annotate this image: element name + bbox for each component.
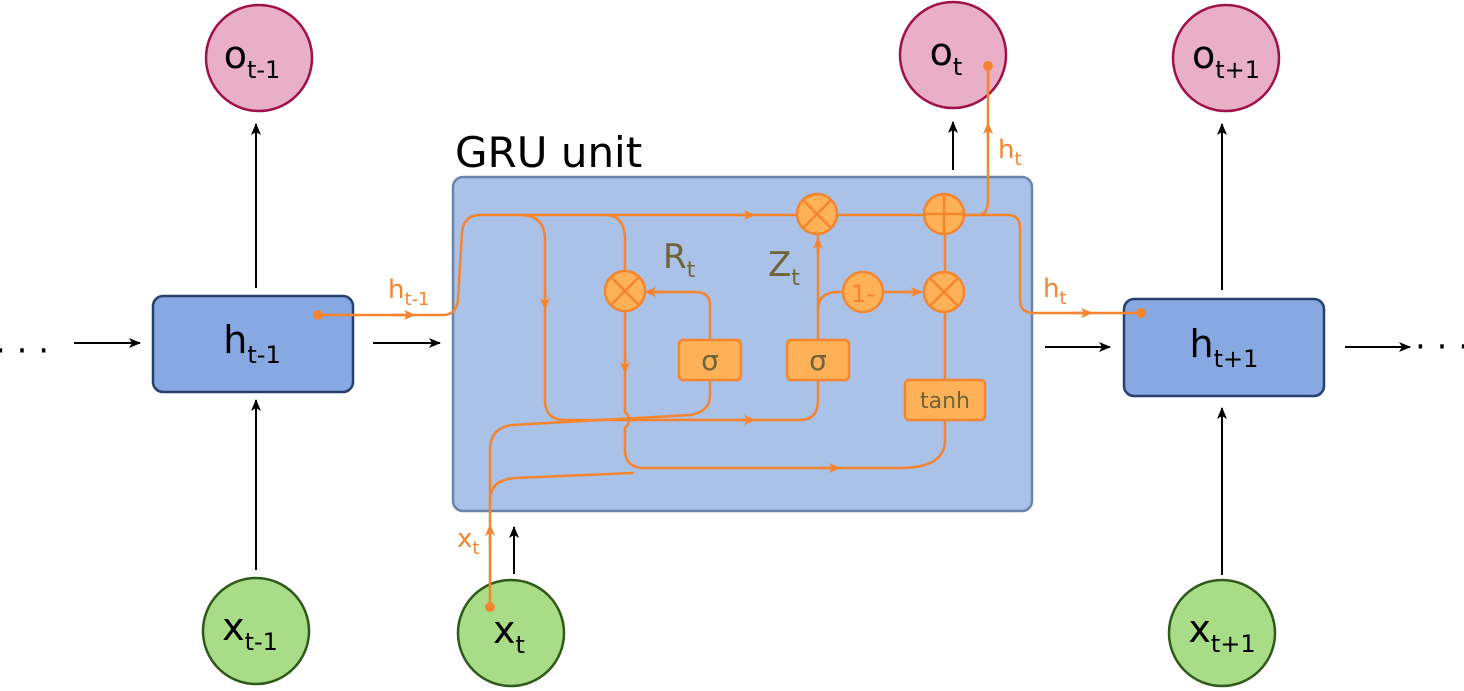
- multiply-icon-update: [922, 270, 966, 314]
- svg-text:ot-1: ot-1: [224, 33, 281, 84]
- one-minus-label: 1-: [851, 280, 875, 308]
- hidden-next-sub: t+1: [1214, 345, 1259, 373]
- flow-to-reset-mult: [603, 213, 627, 274]
- svg-text:ht+1: ht+1: [1190, 322, 1259, 373]
- svg-text:xt: xt: [457, 524, 479, 559]
- dot-x-cur-top: [485, 602, 495, 612]
- tanh-label: tanh: [920, 389, 970, 414]
- outer-arrows: [74, 121, 1411, 575]
- output-next-base: o: [1192, 33, 1215, 77]
- hidden-node-prev: ht-1: [151, 294, 355, 394]
- gru-unit-box: [451, 175, 1034, 513]
- output-prev-base: o: [224, 33, 247, 77]
- reset-gate-sub: t: [687, 258, 696, 283]
- output-cur-sub: t: [953, 53, 962, 81]
- flow-left-branch: [518, 213, 820, 422]
- h-out-sub: t: [1014, 149, 1021, 170]
- hidden-prev-sub: t-1: [247, 341, 280, 369]
- gru-unit-title: GRU unit: [455, 128, 642, 177]
- svg-text:ht: ht: [998, 135, 1022, 170]
- flow-x-in-lower: [488, 471, 635, 502]
- input-prev-base: x: [222, 605, 245, 649]
- output-next-sub: t+1: [1215, 56, 1260, 84]
- h-out-right-base: h: [1043, 274, 1059, 304]
- h-out-base: h: [998, 135, 1014, 165]
- dot-h-prev: [313, 310, 323, 320]
- input-node-prev: xt-1: [201, 576, 311, 686]
- svg-text:ht-1: ht-1: [223, 318, 280, 369]
- input-next-base: x: [1188, 607, 1211, 651]
- input-node-next: xt+1: [1167, 578, 1277, 688]
- svg-text:xt-1: xt-1: [222, 605, 278, 656]
- hidden-next-base: h: [1190, 322, 1214, 366]
- sigma-reset-label: σ: [701, 344, 719, 377]
- output-node-cur: ot: [898, 0, 1008, 110]
- reset-gate-base: R: [663, 237, 687, 277]
- x-in-sub: t: [472, 538, 479, 559]
- svg-text:Zt: Zt: [768, 245, 800, 291]
- input-prev-sub: t-1: [245, 628, 278, 656]
- update-gate-base: Z: [768, 245, 791, 285]
- flow-plus-out: [963, 213, 1142, 315]
- h-in-base: h: [388, 275, 404, 305]
- hidden-node-next: ht+1: [1122, 297, 1326, 398]
- multiply-icon-reset: [603, 269, 647, 313]
- flow-sigma-r-to-mult: [653, 290, 712, 342]
- output-prev-sub: t-1: [247, 56, 280, 84]
- one-minus-node: 1-: [841, 270, 885, 314]
- svg-text:ht: ht: [1043, 274, 1067, 309]
- input-cur-base: x: [493, 608, 516, 652]
- input-next-sub: t+1: [1211, 630, 1256, 658]
- svg-text:ot+1: ot+1: [1192, 33, 1260, 84]
- input-node-cur: xt: [456, 578, 566, 688]
- ellipsis-right: · · ·: [1415, 327, 1464, 367]
- plus-icon: [922, 192, 966, 236]
- hidden-prev-base: h: [223, 318, 247, 362]
- flow-h-prev-in: [316, 213, 804, 317]
- x-in-base: x: [457, 524, 472, 554]
- ellipsis-left: · · ·: [0, 331, 49, 371]
- sigma-update-box: σ: [785, 338, 851, 382]
- flow-x-in: [488, 378, 712, 609]
- flow-plus-to-output: [963, 64, 990, 217]
- multiply-icon-top: [795, 192, 839, 236]
- sigma-update-label: σ: [809, 344, 827, 377]
- svg-text:ot: ot: [930, 30, 963, 81]
- h-in-sub: t-1: [404, 289, 429, 310]
- output-node-next: ot+1: [1171, 3, 1281, 113]
- flow-z-to-one-minus: [816, 290, 845, 312]
- dot-h-next: [1136, 308, 1146, 318]
- svg-text:ht-1: ht-1: [388, 275, 430, 310]
- svg-text:xt: xt: [493, 608, 525, 659]
- output-cur-base: o: [930, 30, 953, 74]
- internal-flows: [316, 64, 1142, 609]
- svg-text:Rt: Rt: [663, 237, 696, 283]
- dot-o-cur: [983, 61, 993, 71]
- input-cur-sub: t: [516, 631, 525, 659]
- svg-text:xt+1: xt+1: [1188, 607, 1255, 658]
- h-out-right-sub: t: [1059, 288, 1066, 309]
- sigma-reset-box: σ: [677, 338, 743, 382]
- output-node-prev: ot-1: [204, 3, 314, 113]
- tanh-box: tanh: [903, 378, 987, 422]
- update-gate-sub: t: [791, 266, 800, 291]
